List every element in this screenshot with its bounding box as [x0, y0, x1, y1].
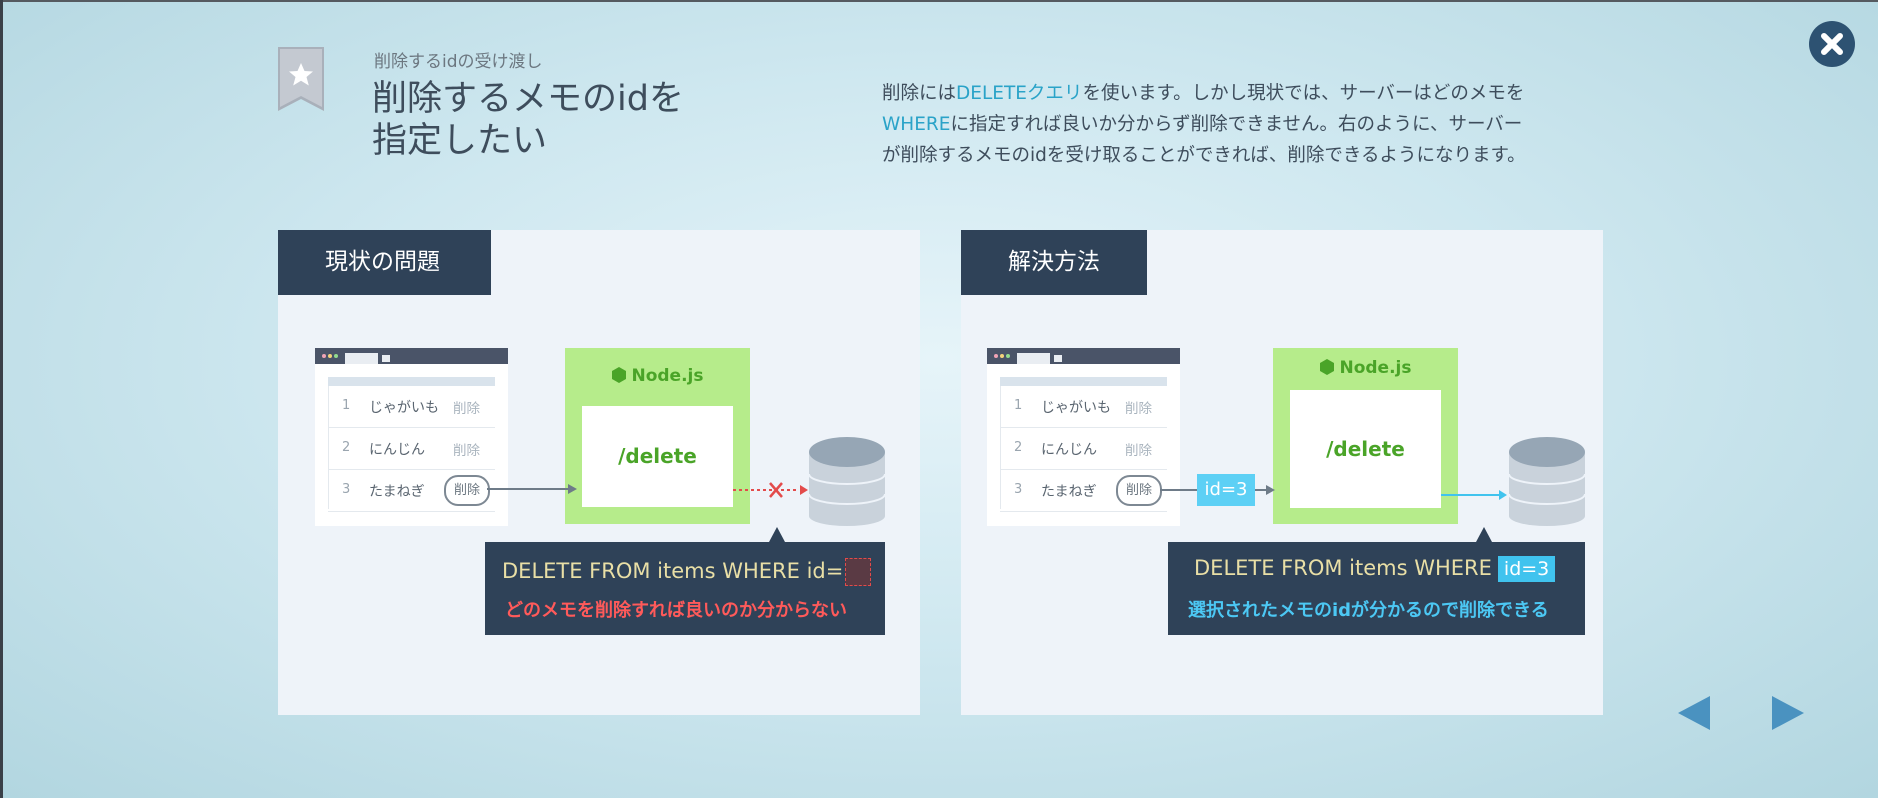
delete-button[interactable]: 削除 [1125, 401, 1152, 417]
list-border [328, 386, 329, 509]
row-name: にんじん [369, 442, 425, 458]
description-line-3: が削除するメモのidを受け取ることができれば、削除できるようになります。 [882, 145, 1526, 166]
row-name: たまねぎ [1041, 484, 1097, 500]
description-line-2: WHEREに指定すれば良いか分からず削除できません。右のように、サーバー [882, 109, 1582, 140]
missing-id-placeholder [845, 558, 872, 586]
error-message: どのメモを削除すれば良いのか分からない [505, 600, 847, 621]
next-arrow-icon[interactable] [1770, 694, 1806, 732]
row-number: 2 [342, 440, 351, 455]
nodejs-label-text: Node.js [1339, 358, 1412, 378]
id-chip: id=3 [1197, 474, 1255, 506]
nodejs-label: Node.js [565, 366, 750, 386]
id-badge: id=3 [1497, 556, 1556, 582]
description-text: 削除には [882, 83, 957, 104]
list-item: 3 たまねぎ 削除 [328, 470, 495, 512]
description-text: に指定すれば良いか分からず削除できません。右のように、サーバー [950, 114, 1523, 135]
browser-tab [345, 353, 378, 364]
database-icon [808, 437, 886, 526]
list-border [1000, 386, 1001, 509]
browser-mockup: 1 じゃがいも 削除 2 にんじん 削除 3 たまねぎ 削除 [315, 348, 508, 526]
nodejs-server: Node.js /delete [1273, 348, 1458, 524]
row-number: 1 [342, 398, 351, 413]
delete-button[interactable]: 削除 [453, 443, 480, 459]
row-number: 2 [1014, 440, 1023, 455]
star-bookmark-icon [278, 47, 324, 111]
browser-new-tab [1054, 355, 1062, 362]
title-line-1: 削除するメモのidを [372, 79, 684, 119]
close-icon [1821, 33, 1843, 55]
row-name: たまねぎ [369, 484, 425, 500]
prev-arrow-icon[interactable] [1676, 694, 1712, 732]
success-message: 選択されたメモのidが分かるので削除できる [1188, 600, 1549, 621]
sql-query-text: DELETE FROM items WHERE [1194, 556, 1492, 580]
flow-arrows [487, 482, 808, 498]
hexagon-icon [612, 367, 627, 383]
page-title: 削除するメモのidを 指定したい [372, 78, 684, 162]
list-item: 3 たまねぎ 削除 [1000, 470, 1167, 512]
row-name: じゃがいも [369, 400, 439, 416]
list-item: 1 じゃがいも 削除 [1000, 386, 1167, 428]
description: 削除にはDELETEクエリを使います。しかし現状では、サーバーはどのメモを WH… [882, 78, 1582, 171]
row-name: にんじん [1041, 442, 1097, 458]
description-text: を使います。しかし現状では、サーバーはどのメモを [1082, 83, 1525, 104]
row-number: 1 [1014, 398, 1023, 413]
delete-button-selected[interactable]: 削除 [444, 475, 490, 506]
solution-panel: 解決方法 1 じゃがいも 削除 2 にんじん 削除 3 たまねぎ 削除 id=3… [961, 230, 1603, 715]
browser-dot [328, 354, 332, 358]
delete-button[interactable]: 削除 [453, 401, 480, 417]
row-name: じゃがいも [1041, 400, 1111, 416]
description-highlight-where: WHERE [882, 114, 951, 135]
list-header [328, 377, 495, 386]
nodejs-server: Node.js /delete [565, 348, 750, 524]
description-line-1: 削除にはDELETEクエリを使います。しかし現状では、サーバーはどのメモを [882, 78, 1582, 109]
nodejs-label-text: Node.js [631, 366, 704, 386]
browser-dot [994, 354, 998, 358]
flow-arrows [1160, 485, 1507, 500]
list-item: 2 にんじん 削除 [1000, 428, 1167, 470]
browser-dot [1000, 354, 1004, 358]
browser-dot [334, 354, 338, 358]
callout-notch [1476, 527, 1492, 542]
list-item: 2 にんじん 削除 [328, 428, 495, 470]
window-left-edge [0, 0, 3, 798]
description-highlight-delete: DELETEクエリ [956, 83, 1083, 104]
row-number: 3 [1014, 482, 1023, 497]
nodejs-label: Node.js [1273, 358, 1458, 378]
row-number: 3 [342, 482, 351, 497]
sql-callout: DELETE FROM items WHERE id= どのメモを削除すれば良い… [485, 527, 885, 635]
browser-dot [1006, 354, 1010, 358]
page-subtitle: 削除するidの受け渡し [374, 52, 543, 72]
browser-tab [1017, 353, 1050, 364]
route-box: /delete [1290, 390, 1441, 508]
list-header [1000, 377, 1167, 386]
browser-mockup: 1 じゃがいも 削除 2 にんじん 削除 3 たまねぎ 削除 [987, 348, 1180, 526]
window-top-edge [0, 0, 1878, 2]
close-button[interactable] [1809, 21, 1855, 67]
panel-tag-solution: 解決方法 [961, 230, 1147, 295]
database-icon [1508, 437, 1586, 526]
callout-notch [769, 527, 785, 542]
title-line-2: 指定したい [372, 121, 548, 161]
hexagon-icon [1320, 359, 1335, 375]
sql-query-text: DELETE FROM items WHERE id= [502, 559, 844, 583]
browser-dot [322, 354, 326, 358]
panel-tag-problem: 現状の問題 [278, 230, 491, 295]
route-box: /delete [582, 406, 733, 507]
sql-query: DELETE FROM items WHERE id= [502, 558, 872, 586]
browser-new-tab [382, 355, 390, 362]
problem-panel: 現状の問題 1 じゃがいも 削除 2 にんじん 削除 3 たまねぎ 削除 Nod… [278, 230, 920, 715]
delete-button[interactable]: 削除 [1125, 443, 1152, 459]
list-item: 1 じゃがいも 削除 [328, 386, 495, 428]
